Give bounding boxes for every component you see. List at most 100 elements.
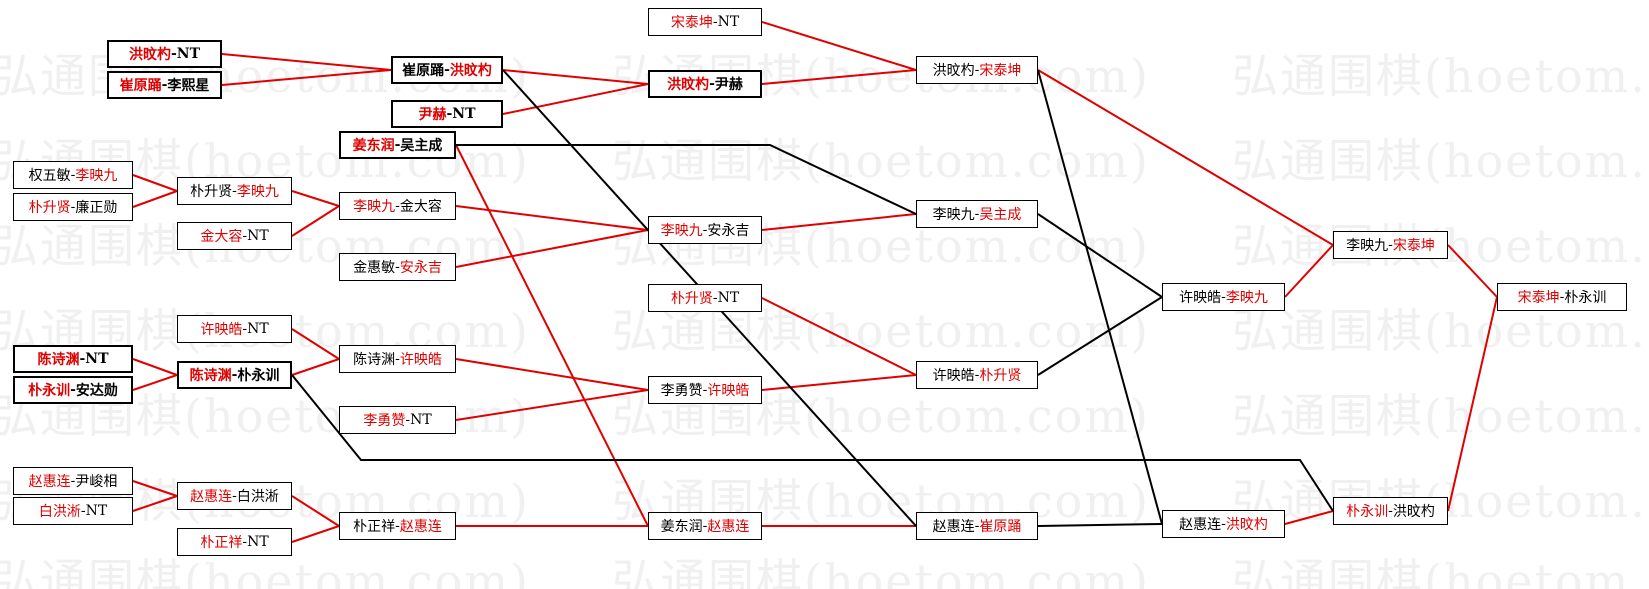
separator: - bbox=[231, 367, 238, 383]
player-name: 陈诗渊 bbox=[37, 352, 80, 368]
separator: - bbox=[974, 367, 980, 383]
bracket-line bbox=[221, 69, 392, 86]
player-name: 金惠敏 bbox=[353, 260, 396, 276]
bracket-line bbox=[455, 389, 649, 421]
separator: - bbox=[395, 518, 400, 534]
player-name: 赵惠连 bbox=[190, 489, 233, 505]
player-name: 安永吉 bbox=[399, 260, 442, 276]
match-node: 赵惠连-尹峻相 bbox=[13, 467, 133, 495]
bracket-line bbox=[455, 229, 649, 268]
separator: - bbox=[395, 259, 400, 275]
bracket-line bbox=[291, 525, 340, 543]
bracket-line bbox=[1037, 213, 1163, 298]
bracket-line bbox=[761, 69, 917, 85]
bracket-line bbox=[291, 374, 1334, 512]
bracket-line bbox=[1037, 296, 1163, 376]
bracket-line bbox=[761, 374, 917, 391]
player-name: 金大容 bbox=[399, 199, 442, 215]
match-node: 洪旼杓-尹赫 bbox=[648, 70, 762, 98]
match-node: 朴升贤-NT bbox=[648, 284, 762, 312]
match-node: 朴正祥-NT bbox=[177, 528, 292, 556]
player-name: 朴永训 bbox=[1346, 504, 1389, 520]
separator: - bbox=[170, 46, 177, 62]
player-name: 许映皓 bbox=[399, 352, 442, 368]
match-node: 许映皓-朴升贤 bbox=[916, 361, 1038, 389]
separator: - bbox=[79, 351, 86, 367]
separator: - bbox=[161, 77, 168, 93]
separator: - bbox=[712, 290, 718, 306]
player-name: 洪旼杓 bbox=[1392, 504, 1435, 520]
player-name: NT bbox=[717, 290, 740, 306]
separator: - bbox=[974, 206, 980, 222]
match-node: 洪旼杓-NT bbox=[107, 40, 222, 68]
match-node: 李勇赞-许映皓 bbox=[648, 376, 762, 404]
player-name: 吴主成 bbox=[400, 138, 443, 154]
player-name: NT bbox=[247, 228, 269, 244]
match-node: 尹赫-NT bbox=[391, 100, 503, 128]
player-name: 许映皓 bbox=[707, 383, 750, 399]
player-name: 李映九 bbox=[660, 223, 703, 239]
bracket-line bbox=[761, 297, 917, 376]
player-name: 洪旼杓 bbox=[667, 77, 710, 93]
separator: - bbox=[712, 14, 718, 30]
bracket-line bbox=[456, 144, 917, 215]
separator: - bbox=[395, 198, 400, 214]
separator: - bbox=[70, 167, 76, 183]
bracket-line bbox=[291, 190, 340, 207]
watermark-text: 弘通围棋(hoetom.com) bbox=[1232, 304, 1649, 358]
player-name: 赵惠连 bbox=[28, 474, 71, 490]
player-name: 洪旼杓 bbox=[932, 63, 975, 79]
player-name: NT bbox=[85, 503, 108, 519]
player-name: NT bbox=[717, 14, 740, 30]
player-name: 尹赫 bbox=[714, 77, 743, 93]
separator: - bbox=[709, 76, 715, 92]
bracket-line bbox=[455, 205, 649, 231]
player-name: 许映皓 bbox=[1179, 290, 1222, 306]
bracket-line bbox=[291, 495, 340, 527]
match-node: 朴正祥-赵惠连 bbox=[339, 512, 456, 540]
bracket-line bbox=[502, 83, 649, 115]
bracket-line bbox=[455, 144, 649, 527]
player-name: 李映九 bbox=[353, 199, 396, 215]
match-node: 崔原踊-洪旼杓 bbox=[391, 56, 503, 84]
player-name: 李映九 bbox=[1225, 290, 1268, 306]
player-name: 宋泰坤 bbox=[979, 63, 1022, 79]
separator: - bbox=[242, 228, 248, 244]
match-node: 赵惠连-洪旼杓 bbox=[1162, 510, 1285, 538]
player-name: 崔原踊 bbox=[402, 63, 445, 79]
separator: - bbox=[446, 106, 453, 122]
player-name: 崔原踊 bbox=[979, 519, 1022, 535]
bracket-line bbox=[132, 374, 178, 391]
separator: - bbox=[405, 412, 411, 428]
separator: - bbox=[242, 321, 248, 337]
match-node: 李映九-吴主成 bbox=[916, 200, 1038, 228]
bracket-line bbox=[132, 358, 178, 376]
match-node: 朴永训-安达勋 bbox=[13, 376, 133, 404]
player-name: 宋泰坤 bbox=[670, 15, 713, 31]
bracket-line bbox=[291, 328, 340, 360]
separator: - bbox=[1388, 237, 1393, 253]
bracket-line bbox=[291, 205, 340, 237]
match-node: 李映九-宋泰坤 bbox=[1333, 231, 1448, 259]
separator: - bbox=[1388, 503, 1393, 519]
match-node: 赵惠连-白洪淅 bbox=[177, 482, 292, 510]
player-name: 李勇赞 bbox=[363, 413, 406, 429]
match-node: 李映九-安永吉 bbox=[648, 216, 762, 244]
player-name: 崔原踊 bbox=[119, 78, 162, 94]
separator: - bbox=[70, 473, 76, 489]
player-name: 赵惠连 bbox=[399, 519, 442, 535]
separator: - bbox=[702, 222, 708, 238]
bracket-line bbox=[1284, 510, 1334, 525]
separator: - bbox=[80, 503, 86, 519]
bracket-line bbox=[1447, 244, 1498, 298]
separator: - bbox=[70, 382, 76, 398]
bracket-line bbox=[132, 480, 178, 497]
player-name: 白洪淅 bbox=[236, 489, 279, 505]
player-name: 赵惠连 bbox=[1179, 517, 1222, 533]
player-name: 朴永训 bbox=[28, 383, 71, 399]
separator: - bbox=[70, 199, 76, 215]
player-name: 宋泰坤 bbox=[1392, 238, 1435, 254]
player-name: 尹峻相 bbox=[75, 474, 118, 490]
separator: - bbox=[974, 62, 980, 78]
